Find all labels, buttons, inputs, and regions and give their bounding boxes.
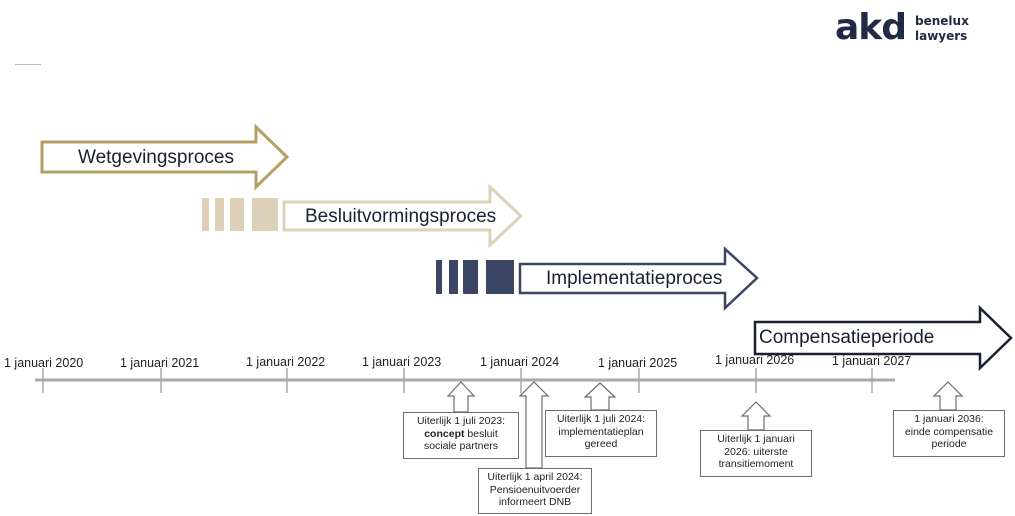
- timeline-ticks: [42, 368, 873, 393]
- pointer-1jul2024: [583, 382, 617, 411]
- implementatie-block-3: [463, 260, 478, 294]
- milestone-line: transitiemoment: [718, 458, 794, 470]
- year-label-2022: 1 januari 2022: [246, 355, 326, 369]
- phase-label-compensatie: Compensatieperiode: [759, 327, 935, 348]
- pointer-1jul2023: [446, 381, 476, 413]
- milestone-note-1jul2024: Uiterlijk 1 juli 2024: implementatieplan…: [545, 410, 657, 457]
- compensatie-arrow: [753, 305, 1013, 371]
- milestone-line: Uiterlijk 1 juli 2023:: [416, 415, 506, 427]
- besluitvorming-arrow: [282, 183, 524, 249]
- milestone-rest: besluit: [464, 427, 498, 440]
- milestone-note-1jul2023: Uiterlijk 1 juli 2023: concept besluit s…: [403, 412, 519, 459]
- milestone-line: Pensioenuitvoerder: [489, 483, 581, 496]
- milestone-line: 1 januari 2036:: [914, 413, 984, 425]
- besluitvorming-block-1: [202, 198, 209, 231]
- year-label-2025: 1 januari 2025: [598, 356, 678, 370]
- besluitvorming-block-4: [252, 198, 278, 231]
- besluitvorming-block-3: [230, 198, 244, 231]
- logo-line-1: benelux: [915, 14, 969, 28]
- logo-subtitle: benelux lawyers: [915, 14, 969, 44]
- year-label-2021: 1 januari 2021: [120, 356, 200, 370]
- milestone-line: Uiterlijk 1 januari: [717, 433, 795, 445]
- milestone-line: concept besluit: [407, 428, 515, 441]
- year-label-2027: 1 januari 2027: [832, 354, 912, 368]
- milestone-line: sociale partners: [423, 440, 499, 452]
- pointer-2036: [932, 381, 964, 411]
- year-label-2020: 1 januari 2020: [4, 356, 84, 370]
- implementatie-block-4: [486, 260, 514, 294]
- phase-label-implementatie: Implementatieproces: [546, 268, 723, 289]
- pointer-2026: [740, 401, 772, 431]
- milestone-note-2026: Uiterlijk 1 januari 2026: uiterste trans…: [700, 430, 812, 477]
- milestone-line: Uiterlijk 1 april 2024:: [487, 471, 583, 483]
- pointer-1apr2024: [518, 381, 550, 469]
- besluitvorming-block-2: [215, 198, 224, 231]
- year-label-2026: 1 januari 2026: [715, 353, 795, 367]
- milestone-line: periode: [931, 438, 967, 450]
- implementatie-block-1: [436, 260, 442, 294]
- implementatie-arrow: [518, 246, 759, 311]
- header-rule: [15, 64, 41, 65]
- milestone-line: informeert DNB: [498, 496, 572, 508]
- milestone-line: gereed: [584, 438, 618, 450]
- milestone-line: 2026: uiterste: [724, 445, 788, 458]
- logo-mark: akd: [835, 7, 907, 48]
- milestone-note-1apr2024: Uiterlijk 1 april 2024: Pensioenuitvoerd…: [478, 468, 592, 514]
- wetgeving-arrow: [40, 123, 290, 191]
- phase-label-wetgeving: Wetgevingsproces: [78, 147, 234, 168]
- logo-line-2: lawyers: [915, 29, 968, 43]
- milestone-note-2036: 1 januari 2036: einde compensatie period…: [893, 410, 1005, 457]
- milestone-line: Uiterlijk 1 juli 2024:: [556, 413, 646, 425]
- implementatie-block-2: [449, 260, 458, 294]
- year-label-2023: 1 januari 2023: [362, 355, 442, 369]
- milestone-line: implementatieplan: [558, 425, 644, 438]
- milestone-bold: concept: [424, 427, 465, 440]
- phase-label-besluitvorming: Besluitvormingsproces: [305, 206, 497, 227]
- year-label-2024: 1 januari 2024: [480, 355, 560, 369]
- milestone-line: einde compensatie: [904, 425, 994, 438]
